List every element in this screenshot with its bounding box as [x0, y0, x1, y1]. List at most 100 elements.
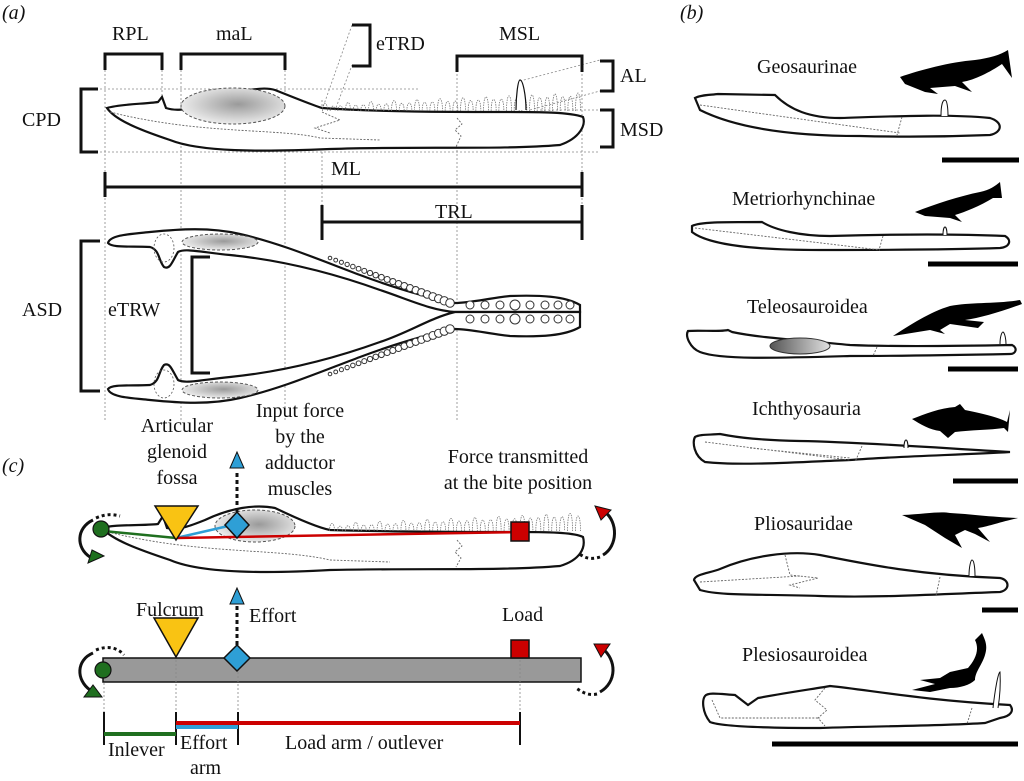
- alveolus: [509, 299, 521, 311]
- tooth: [479, 519, 486, 532]
- tooth: [529, 94, 535, 112]
- panel-a-label: (a): [2, 2, 26, 24]
- al-bracket: [600, 59, 615, 93]
- alveolus: [333, 369, 339, 375]
- alveolus: [553, 314, 563, 324]
- tooth: [503, 518, 510, 532]
- alveolus: [372, 271, 379, 279]
- alveolus: [378, 351, 385, 359]
- etrd-bracket: [352, 23, 372, 68]
- alveolus: [344, 261, 350, 268]
- alveolus: [540, 314, 550, 324]
- taxon-plesiosauroidea: Plesiosauroidea: [702, 633, 1018, 747]
- geosaurinae-jaw: [693, 92, 1001, 138]
- alveolus: [495, 300, 505, 310]
- taxon-name: Ichthyosauria: [752, 398, 861, 420]
- alveolus: [480, 300, 490, 310]
- tooth: [375, 103, 382, 112]
- tooth: [437, 98, 443, 112]
- effort-diamond-icon: [223, 510, 251, 540]
- alveolus: [372, 353, 379, 361]
- lever-effort-icon: [222, 643, 252, 673]
- alveolus: [333, 257, 339, 263]
- largest-tooth: [515, 79, 527, 111]
- fulcrum-caption-2: glenoid: [147, 441, 207, 463]
- msd-label: MSD: [620, 119, 663, 141]
- panel-c-lever: Fulcrum Effort Load Inlever Effort arm: [78, 586, 615, 779]
- output-caption-2: at the bite position: [444, 472, 592, 494]
- alveolus: [366, 355, 374, 363]
- tooth: [360, 524, 367, 532]
- tooth: [383, 103, 390, 112]
- tooth: [368, 101, 374, 112]
- lever-bar: [102, 657, 582, 683]
- tooth: [329, 105, 336, 112]
- panel-a-lateral: RPL maL eTRD MSL AL MSD CPD ML TRL: [22, 23, 663, 420]
- tooth: [487, 519, 494, 532]
- load-label: Load: [502, 604, 543, 626]
- taxon-pliosauridae: Pliosauridae: [692, 512, 1018, 613]
- inlever-label: Inlever: [108, 739, 165, 761]
- mal-label: maL: [216, 23, 253, 45]
- alveoli: [327, 255, 575, 377]
- tooth: [391, 100, 397, 112]
- teleosauroidea-silhouette: [893, 300, 1022, 336]
- pliosauridae-jaw: [692, 552, 1009, 598]
- teleosauroidea-jaw: [686, 328, 1017, 359]
- alveolus: [338, 259, 344, 265]
- alveolus: [366, 269, 374, 277]
- trl-label: TRL: [435, 201, 473, 223]
- dorsal-ramus-lower: [106, 310, 582, 404]
- alveolus: [525, 300, 535, 310]
- panel-c-jaw: Articular glenoid fossa Input force by t…: [78, 400, 616, 574]
- tooth: [551, 516, 558, 532]
- tooth: [414, 99, 420, 112]
- rpl-bracket: [103, 52, 164, 70]
- alveolus: [540, 300, 550, 310]
- taxon-ichthyosauria: Ichthyosauria: [692, 398, 1018, 484]
- al-label: AL: [620, 65, 647, 87]
- tooth: [490, 99, 497, 112]
- asd-label: ASD: [22, 299, 62, 321]
- cpd-label: CPD: [22, 109, 61, 131]
- dorsal-fossa-upper: [181, 233, 259, 251]
- tooth: [452, 100, 459, 112]
- panel-c-label: (c): [2, 455, 25, 477]
- tooth: [376, 521, 383, 532]
- etrw-label: eTRW: [108, 299, 160, 321]
- pivot-icon: [92, 520, 110, 538]
- taxon-geosaurinae: Geosaurinae: [693, 50, 1019, 163]
- alveolus: [525, 314, 535, 324]
- tooth: [368, 524, 375, 532]
- dorsal-fossa-lower: [181, 381, 259, 399]
- rpl-label: RPL: [112, 23, 149, 45]
- metriorhynchinae-silhouette: [915, 182, 1002, 222]
- tooth: [575, 92, 581, 112]
- ml-bracket: [103, 172, 584, 197]
- effort-label: Effort: [249, 605, 297, 627]
- plesiosauroidea-silhouette: [912, 633, 987, 692]
- alveolus: [445, 298, 455, 308]
- taxon-name: Metriorhynchinae: [732, 188, 875, 210]
- alveolus: [350, 362, 356, 369]
- input-caption-4: muscles: [268, 478, 333, 500]
- rotation-arrow-left: [78, 518, 94, 559]
- alveolus: [350, 263, 356, 270]
- tooth: [559, 516, 566, 532]
- lever-pivot-icon: [94, 661, 112, 679]
- alveolus: [480, 314, 490, 324]
- lever-jaw-teeth: [329, 512, 581, 532]
- pliosauridae-silhouette: [902, 512, 1018, 548]
- effort-arm-label-1: Effort: [180, 732, 228, 754]
- alveolus: [465, 300, 475, 310]
- tooth: [495, 515, 502, 532]
- asd-bracket: [79, 239, 100, 393]
- lateral-jaw: [105, 87, 585, 152]
- tooth: [552, 93, 558, 112]
- msl-label: MSL: [499, 23, 540, 45]
- tooth: [440, 521, 446, 532]
- taxon-metriorhynchinae: Metriorhynchinae: [690, 182, 1018, 267]
- cpd-bracket: [79, 87, 98, 154]
- effort-arm-label-2: arm: [190, 757, 222, 779]
- alveolus: [327, 255, 333, 261]
